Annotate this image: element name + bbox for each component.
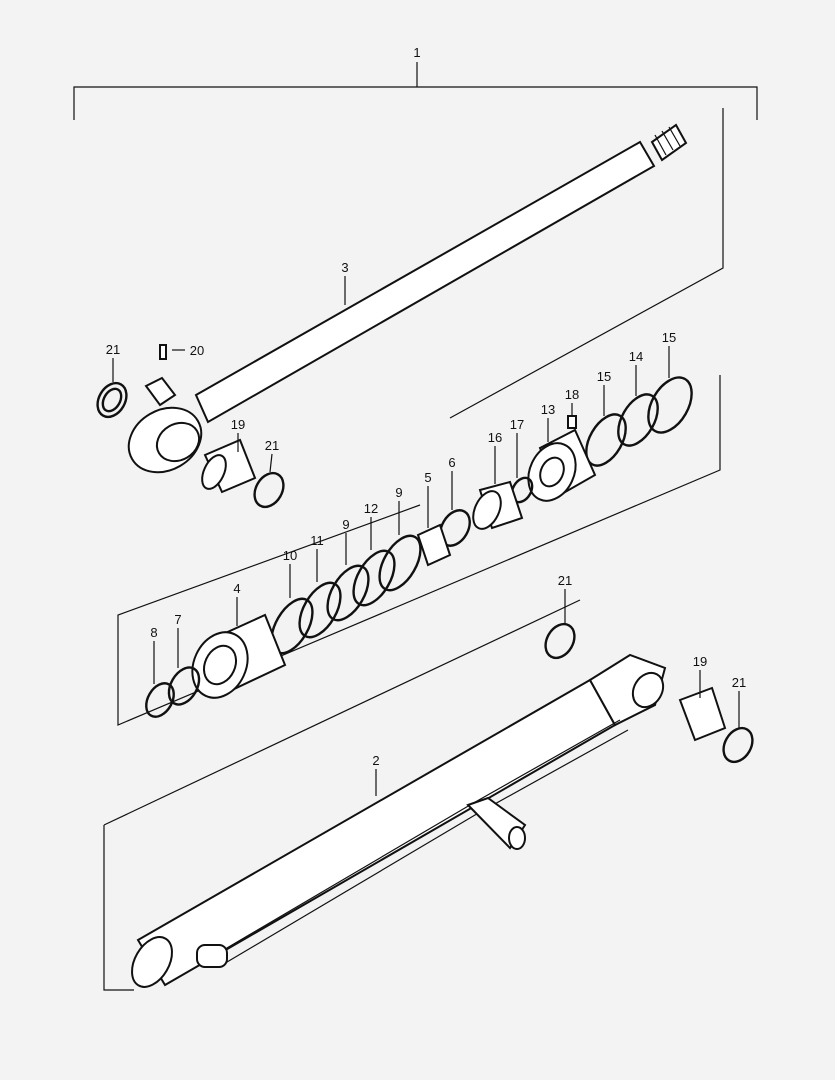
callout-21: 21 — [732, 675, 746, 690]
callout-11: 11 — [310, 533, 324, 548]
seal-21c — [544, 622, 576, 660]
callout-21: 21 — [265, 438, 279, 453]
callout-21: 21 — [106, 342, 120, 357]
seal-21 — [96, 381, 128, 419]
callout-15: 15 — [662, 330, 676, 345]
callout-17: 17 — [510, 417, 524, 432]
piston-group-box — [117, 375, 721, 726]
callout-5: 5 — [424, 470, 431, 485]
callout-21: 21 — [558, 573, 572, 588]
callout-7: 7 — [174, 612, 181, 627]
seal-21-inner — [101, 387, 123, 413]
callout-9: 9 — [395, 485, 402, 500]
seal-21d — [722, 726, 754, 764]
bushing-19-end — [201, 454, 227, 490]
piston-parts — [145, 376, 693, 718]
callout-9: 9 — [342, 517, 349, 532]
bushing-19b — [678, 686, 727, 742]
cylinder-group-box — [103, 825, 134, 991]
assembly-bracket — [73, 86, 758, 120]
callout-12: 12 — [364, 501, 378, 516]
callout-4: 4 — [233, 581, 240, 596]
leader-lines — [112, 276, 740, 796]
callout-19: 19 — [231, 417, 245, 432]
callout-8: 8 — [150, 625, 157, 640]
callout-15: 15 — [597, 369, 611, 384]
callout-20: 20 — [190, 343, 204, 358]
cylinder-tube — [131, 653, 667, 988]
seal-21b — [253, 471, 285, 509]
callout-19: 19 — [693, 654, 707, 669]
rod-group-box — [449, 108, 724, 419]
box-edge — [103, 599, 581, 826]
piston-rod — [127, 123, 688, 474]
callout-13: 13 — [541, 402, 555, 417]
callout-14: 14 — [629, 349, 643, 364]
callout-18: 18 — [565, 387, 579, 402]
callout-3: 3 — [341, 260, 348, 275]
callout-16: 16 — [488, 430, 502, 445]
callout-10: 10 — [283, 548, 297, 563]
callout-1: 1 — [413, 45, 420, 60]
callout-2: 2 — [372, 753, 379, 768]
callout-6: 6 — [448, 455, 455, 470]
